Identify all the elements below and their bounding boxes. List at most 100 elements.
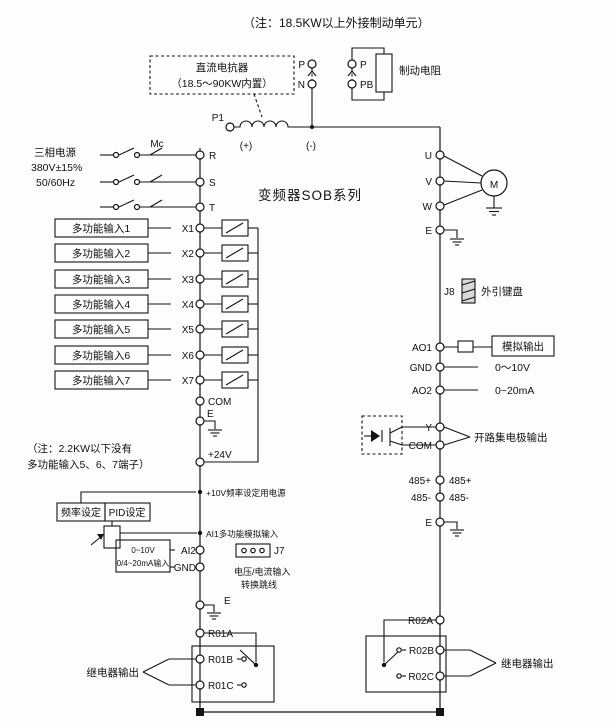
open-collector-label: 开路集电极输出	[474, 431, 548, 444]
resistor-body	[375, 53, 393, 93]
plug-arrow-icon	[347, 70, 357, 77]
terminal-x4	[195, 299, 205, 309]
label-w: W	[423, 202, 433, 213]
terminal-gnd-out	[435, 362, 445, 372]
terminal-x6	[195, 350, 205, 360]
input-row: 多功能输入7 X7	[54, 370, 258, 390]
switch-pole-icon	[112, 178, 120, 186]
label-r02a: R02A	[408, 616, 433, 627]
phase-line-s: S	[100, 174, 216, 189]
terminal-e2	[195, 600, 205, 610]
label-p1: P1	[212, 113, 225, 124]
ao-range-2: 0~20mA	[495, 385, 534, 397]
dc-reactor-label-2: （18.5～90KW内置）	[171, 77, 273, 90]
motor-letter: M	[490, 180, 498, 191]
label-gnd-in: GND	[174, 563, 196, 574]
label-v: V	[425, 177, 432, 188]
switch-pole-icon	[133, 151, 141, 159]
terminal-24v	[195, 457, 205, 467]
label-ao2: AO2	[412, 386, 432, 397]
analog-output-label: 模拟输出	[502, 340, 544, 353]
terminal-ao2	[435, 385, 445, 395]
relay1-label: 继电器输出	[87, 666, 140, 679]
relay2-box	[365, 635, 447, 693]
plug-arrow-icon	[307, 70, 317, 77]
label-r01a: R01A	[208, 629, 233, 640]
switch-pole-icon	[133, 203, 141, 211]
input-row: 多功能输入2 X2	[54, 243, 258, 263]
label-t: T	[209, 203, 215, 214]
inverter-title: 变频器SOB系列	[258, 188, 362, 203]
input-box-label: 多功能输入3	[72, 273, 130, 286]
optocoupler-slash	[225, 323, 244, 335]
terminal-label-x6: X6	[182, 351, 195, 362]
switch-blade-icon	[118, 147, 135, 156]
label-ao1: AO1	[412, 343, 432, 354]
terminal-485n	[435, 492, 445, 502]
terminal-x3	[195, 274, 205, 284]
contactor-label: Mc	[150, 139, 163, 150]
label-gnd-out: GND	[410, 363, 432, 374]
phase-line-t: T	[100, 199, 215, 214]
terminal-n	[307, 79, 317, 89]
meter-icon	[457, 340, 474, 353]
terminal-r02b	[435, 645, 445, 655]
optocoupler-slash	[225, 247, 244, 259]
keypad-connector: J8 外引键盘	[444, 278, 523, 304]
ground-icon	[204, 604, 221, 620]
label-r02c: R02C	[408, 672, 434, 683]
label-com-out: COM	[409, 441, 432, 452]
ai2-range-2: 0/4~20mA输入	[117, 558, 170, 568]
terminal-x7	[195, 375, 205, 385]
opto-common-rail	[204, 228, 259, 463]
optocoupler-slash	[225, 349, 244, 361]
terminal-x1	[195, 223, 205, 233]
label-485p-in: 485+	[408, 476, 431, 487]
label-485n-in: 485-	[411, 493, 431, 504]
switch-pole-icon	[112, 151, 120, 159]
terminal-x5	[195, 324, 205, 334]
terminal-e3	[435, 225, 445, 235]
analog-output-box	[491, 335, 555, 357]
three-phase-input: 三相电源 380V±15% 50/60Hz Mc R S	[31, 139, 216, 214]
pid-set-label: PID设定	[109, 506, 146, 519]
terminal-ao1	[435, 342, 445, 352]
label-u: U	[425, 151, 432, 162]
switch-pole-icon	[112, 203, 120, 211]
label-n: N	[298, 80, 305, 91]
label-e1: E	[207, 409, 214, 420]
terminal-ai2	[195, 545, 205, 555]
input-box-label: 多功能输入7	[72, 374, 130, 387]
power-label-3: 50/60Hz	[36, 177, 75, 189]
input-row: 多功能输入3 X3	[54, 269, 258, 289]
external-brake-note: （注：18.5KW以上外接制动单元）	[243, 15, 430, 30]
optocoupler-slash	[225, 374, 244, 386]
ground-icon	[204, 420, 222, 437]
label-s: S	[209, 178, 216, 189]
ground-icon	[444, 229, 464, 246]
label-e3: E	[425, 226, 432, 237]
label-dc-minus: (-)	[306, 141, 316, 152]
digital-inputs: 多功能输入1 X1 多功能输入2 X2 多功能输入3 X3	[27, 218, 259, 471]
label-j7: J7	[274, 546, 285, 557]
jumper-pin-icon	[250, 547, 256, 554]
input-box-label: 多功能输入4	[72, 298, 130, 311]
switch-pole-icon	[133, 178, 141, 186]
dc-reactor-leader	[253, 93, 263, 118]
terminal-com	[195, 396, 205, 406]
rs485-section: 485+ 485+ 485- 485- E	[408, 475, 472, 537]
dc-bus: P1 (+) (-)	[212, 113, 440, 152]
terminal-label-x7: X7	[182, 376, 195, 387]
terminal-p-left	[307, 59, 317, 69]
photocoupler-icon	[364, 426, 403, 446]
terminal-v	[435, 176, 445, 186]
label-485p-out: 485+	[449, 476, 472, 487]
label-pb: PB	[360, 80, 374, 91]
potentiometer-icon	[90, 521, 121, 549]
terminal-p1	[225, 122, 235, 132]
terminal-gnd-in	[195, 562, 205, 572]
input-row: 多功能输入1 X1	[54, 218, 258, 238]
label-y: Y	[425, 423, 432, 434]
